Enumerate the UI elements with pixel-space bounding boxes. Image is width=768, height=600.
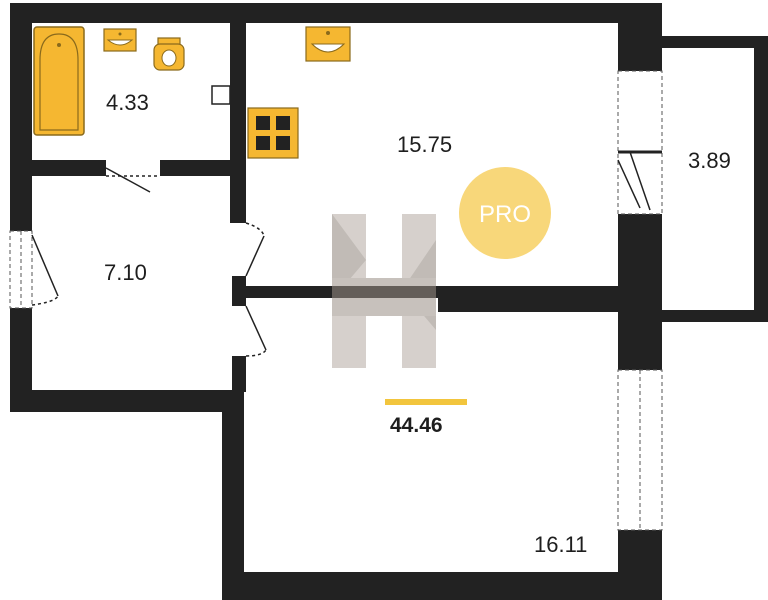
wall-right-bottom <box>618 530 662 600</box>
door-entrance-leaf <box>31 234 59 297</box>
door-bathroom-leaf <box>105 167 151 193</box>
stove-burner-3 <box>256 136 270 150</box>
toilet-seat <box>161 49 177 67</box>
door-bedroom-leaf <box>245 305 267 351</box>
door-kitchen-swing <box>245 222 265 237</box>
stove <box>247 107 299 159</box>
bath-sink-tap <box>118 32 122 36</box>
balcony-top <box>662 36 768 48</box>
wall-bedroom-left <box>222 390 244 600</box>
wall-top <box>10 3 662 23</box>
walls <box>10 3 768 600</box>
pro-badge-text: PRO <box>479 201 531 228</box>
stove-burner-2 <box>276 116 290 130</box>
bath-sink-bowl <box>106 39 134 46</box>
bathroom-fixtures <box>33 26 231 136</box>
total-area: 44.46 <box>390 414 443 437</box>
door-balcony-leaf-2 <box>629 151 651 211</box>
wall-right-mid <box>618 214 662 370</box>
wall-bath-bottom <box>10 160 106 176</box>
wall-kitchen-bedroom-right <box>438 286 618 312</box>
stove-burner-1 <box>256 116 270 130</box>
doors <box>31 150 662 357</box>
area-bedroom: 16.11 <box>534 532 587 557</box>
total-area-accent-bar <box>385 399 467 405</box>
wall-bath-bottom-right <box>160 160 246 176</box>
area-hallway: 7.10 <box>104 260 147 285</box>
door-entrance-swing <box>31 295 59 306</box>
balcony-right <box>754 36 768 322</box>
door-balcony-leaf <box>617 159 641 209</box>
pro-badge: PRO <box>459 167 551 259</box>
pro-badge-circle <box>459 167 551 259</box>
bathtub-inner <box>39 33 79 131</box>
window-kitchen-balcony <box>617 70 663 215</box>
wall-right-top <box>618 3 662 71</box>
watermark-logo <box>332 214 436 368</box>
wall-left-lower <box>10 308 32 412</box>
kitchen-sink-tap <box>326 31 330 35</box>
area-bathroom: 4.33 <box>106 90 149 115</box>
door-bedroom-swing <box>245 349 267 357</box>
wall-hall-bottom <box>10 390 244 412</box>
wall-left-upper <box>10 3 32 231</box>
door-kitchen-leaf <box>245 235 265 277</box>
wall-interior-vertical-top <box>230 3 246 223</box>
wall-bottom <box>222 572 662 600</box>
stove-burner-4 <box>276 136 290 150</box>
wall-interior-vertical-low <box>232 356 246 392</box>
balcony-bottom <box>662 310 768 322</box>
wall-interior-vertical-mid <box>232 276 246 306</box>
bathtub-drain <box>57 43 61 47</box>
kitchen-fixtures <box>247 26 351 159</box>
windows <box>9 70 663 531</box>
vent-shaft <box>211 85 231 105</box>
kitchen-sink-bowl <box>310 43 346 53</box>
area-kitchen-living: 15.75 <box>397 132 452 157</box>
area-balcony: 3.89 <box>688 148 731 173</box>
